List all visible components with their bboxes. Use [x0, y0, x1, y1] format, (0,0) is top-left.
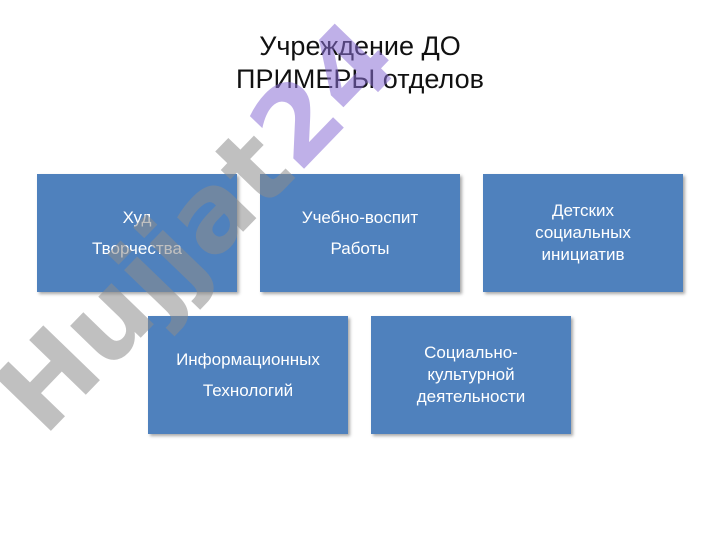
box-line: Информационных — [176, 349, 320, 369]
box-line: Технологий — [202, 380, 294, 400]
title-line-1: Учреждение ДО — [259, 31, 461, 61]
title-line-2: ПРИМЕРЫ отделов — [236, 64, 484, 94]
box-line: Социально- — [424, 343, 518, 362]
box-line: Детских — [552, 201, 614, 220]
slide-title: Учреждение ДО ПРИМЕРЫ отделов — [0, 30, 720, 96]
box-line: Творчества — [92, 238, 182, 258]
box-line: социальных — [535, 223, 631, 242]
department-box-art: Худ Творчества — [37, 174, 237, 292]
box-line: культурной — [427, 365, 515, 384]
box-line: инициатив — [541, 245, 625, 264]
department-box-sociocultural: Социально- культурной деятельности — [371, 316, 571, 434]
box-line: Худ — [122, 207, 152, 227]
watermark-text-purple: 24 — [227, 0, 421, 193]
department-box-it: Информационных Технологий — [148, 316, 348, 434]
department-box-education: Учебно-воспит Работы — [260, 174, 460, 292]
box-line: Работы — [330, 238, 390, 258]
box-line: деятельности — [416, 387, 526, 406]
department-box-social-initiatives: Детских социальных инициатив — [483, 174, 683, 292]
box-line: Учебно-воспит — [301, 207, 419, 227]
